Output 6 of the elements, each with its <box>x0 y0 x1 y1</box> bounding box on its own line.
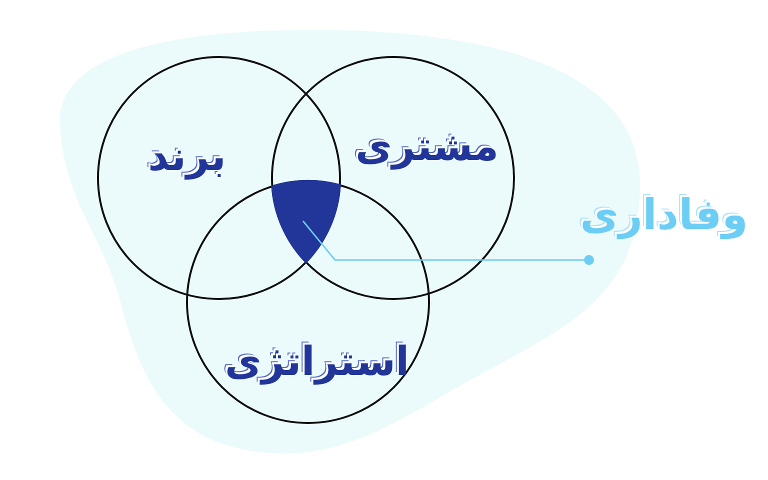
circle-label: مشتری <box>355 123 499 171</box>
circle-label: استراتژی <box>224 338 410 386</box>
callout-label: وفاداری <box>580 190 748 239</box>
intersection-region <box>270 179 342 265</box>
leader-line <box>302 220 594 265</box>
circle-label: برند <box>148 133 226 181</box>
